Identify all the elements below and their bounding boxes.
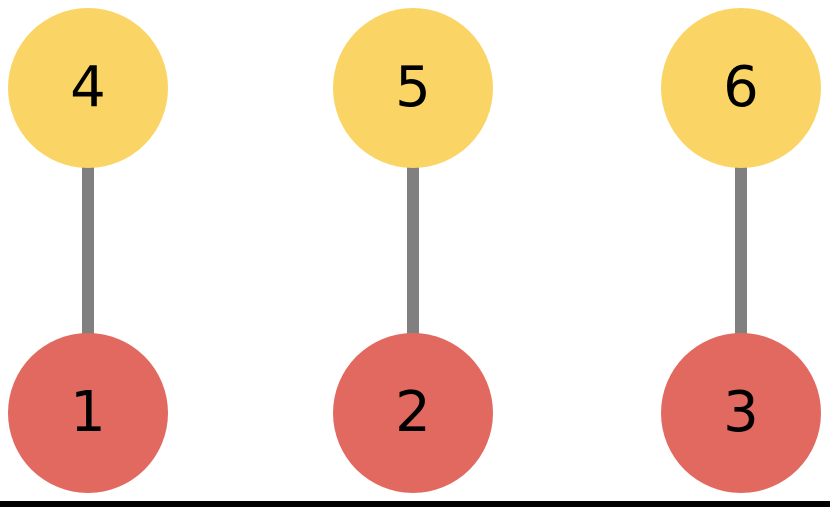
bottom-border-line (0, 501, 830, 507)
edge-6-3 (735, 88, 747, 413)
node-3: 3 (661, 333, 821, 493)
node-4: 4 (8, 8, 168, 168)
node-1: 1 (8, 333, 168, 493)
node-1-label: 1 (70, 380, 106, 445)
node-4-label: 4 (70, 55, 106, 120)
node-6: 6 (661, 8, 821, 168)
node-5: 5 (333, 8, 493, 168)
node-3-label: 3 (723, 380, 759, 445)
node-2-label: 2 (395, 380, 431, 445)
node-5-label: 5 (395, 55, 431, 120)
edge-4-1 (82, 88, 94, 413)
node-2: 2 (333, 333, 493, 493)
edge-5-2 (407, 88, 419, 413)
node-6-label: 6 (723, 55, 759, 120)
